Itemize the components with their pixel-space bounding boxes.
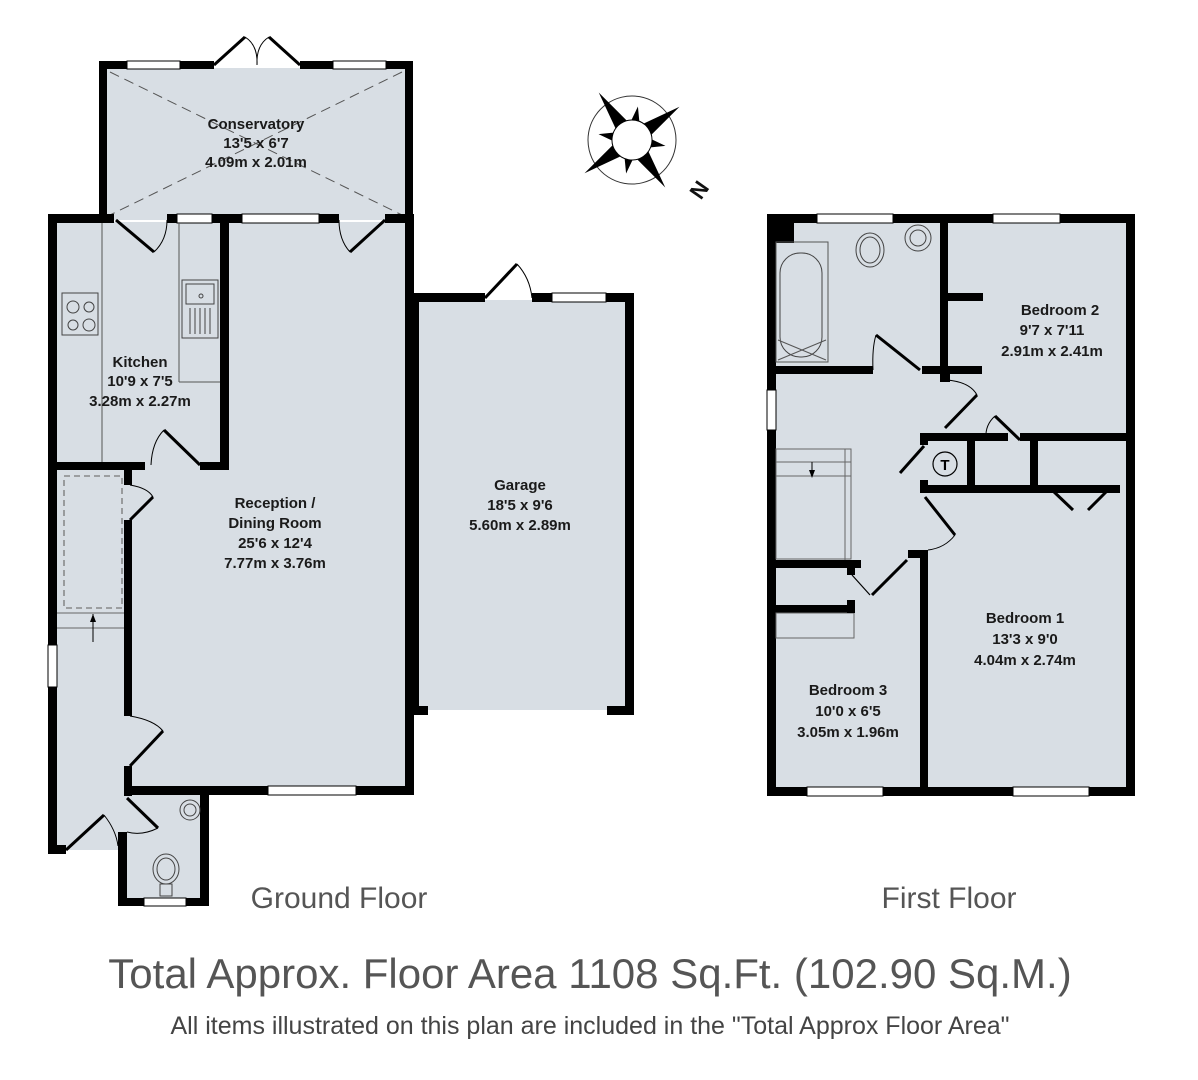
compass-rose-icon [584, 92, 680, 188]
svg-text:Dining Room: Dining Room [228, 515, 321, 532]
disclaimer-caption: All items illustrated on this plan are i… [170, 1012, 1009, 1040]
total-area-caption: Total Approx. Floor Area 1108 Sq.Ft. (10… [108, 950, 1071, 997]
svg-text:13'3 x 9'0: 13'3 x 9'0 [992, 631, 1058, 648]
svg-text:3.05m x 1.96m: 3.05m x 1.96m [797, 724, 899, 741]
first-floor-plan: T Bedroom 2 9'7 x 7'11 2.91m x 2.41m [766, 213, 1135, 797]
svg-text:Conservatory: Conservatory [208, 116, 305, 133]
room-label-garage: Garage 18'5 x 9'6 5.60m x 2.89m [469, 477, 571, 534]
svg-text:25'6 x 12'4: 25'6 x 12'4 [238, 535, 313, 552]
svg-text:7.77m x 3.76m: 7.77m x 3.76m [224, 555, 326, 572]
garage-floor [418, 300, 628, 710]
room-label-bedroom2: Bedroom 2 9'7 x 7'11 2.91m x 2.41m [1001, 302, 1103, 360]
room-label-bedroom3: Bedroom 3 10'0 x 6'5 3.05m x 1.96m [797, 682, 899, 741]
wc-basin-icon [179, 799, 201, 821]
svg-text:10'0 x 6'5: 10'0 x 6'5 [815, 703, 881, 720]
hob-icon [61, 292, 99, 336]
ground-floor-plan: Conservatory 13'5 x 6'7 4.09m x 2.01m Ki… [47, 35, 634, 907]
svg-text:Reception /: Reception / [235, 495, 317, 512]
svg-text:2.91m x 2.41m: 2.91m x 2.41m [1001, 343, 1103, 360]
svg-text:Kitchen: Kitchen [112, 354, 167, 371]
svg-text:Bedroom 2: Bedroom 2 [1021, 302, 1099, 319]
svg-text:13'5 x 6'7: 13'5 x 6'7 [223, 135, 289, 152]
svg-text:Garage: Garage [494, 477, 546, 494]
svg-text:3.28m x 2.27m: 3.28m x 2.27m [89, 393, 191, 410]
svg-text:Bedroom 3: Bedroom 3 [809, 682, 887, 699]
svg-text:9'7 x 7'11: 9'7 x 7'11 [1020, 322, 1085, 339]
ground-floor-label: Ground Floor [251, 882, 428, 915]
compass-north-label: N [684, 176, 714, 203]
svg-text:18'5 x 9'6: 18'5 x 9'6 [487, 497, 553, 514]
room-label-kitchen: Kitchen 10'9 x 7'5 3.28m x 2.27m [89, 354, 191, 410]
room-label-conservatory: Conservatory 13'5 x 6'7 4.09m x 2.01m [205, 116, 307, 171]
room-label-reception: Reception / Dining Room 25'6 x 12'4 7.77… [224, 495, 326, 572]
svg-text:4.09m x 2.01m: 4.09m x 2.01m [205, 154, 307, 171]
reception-floor [128, 222, 408, 787]
svg-text:10'9 x 7'5: 10'9 x 7'5 [107, 373, 173, 390]
bathroom-basin-icon [904, 224, 932, 252]
water-tank-icon [932, 451, 958, 477]
toilet-icon [152, 853, 180, 897]
svg-text:4.04m x 2.74m: 4.04m x 2.74m [974, 652, 1076, 669]
svg-text:T: T [940, 457, 949, 474]
first-floor-label: First Floor [882, 882, 1017, 915]
sink-icon [181, 279, 219, 339]
toilet-icon [855, 232, 885, 268]
room-label-bedroom1: Bedroom 1 13'3 x 9'0 4.04m x 2.74m [974, 610, 1076, 669]
svg-text:Bedroom 1: Bedroom 1 [986, 610, 1064, 627]
svg-text:5.60m x 2.89m: 5.60m x 2.89m [469, 517, 571, 534]
hallway-floor [55, 465, 130, 850]
